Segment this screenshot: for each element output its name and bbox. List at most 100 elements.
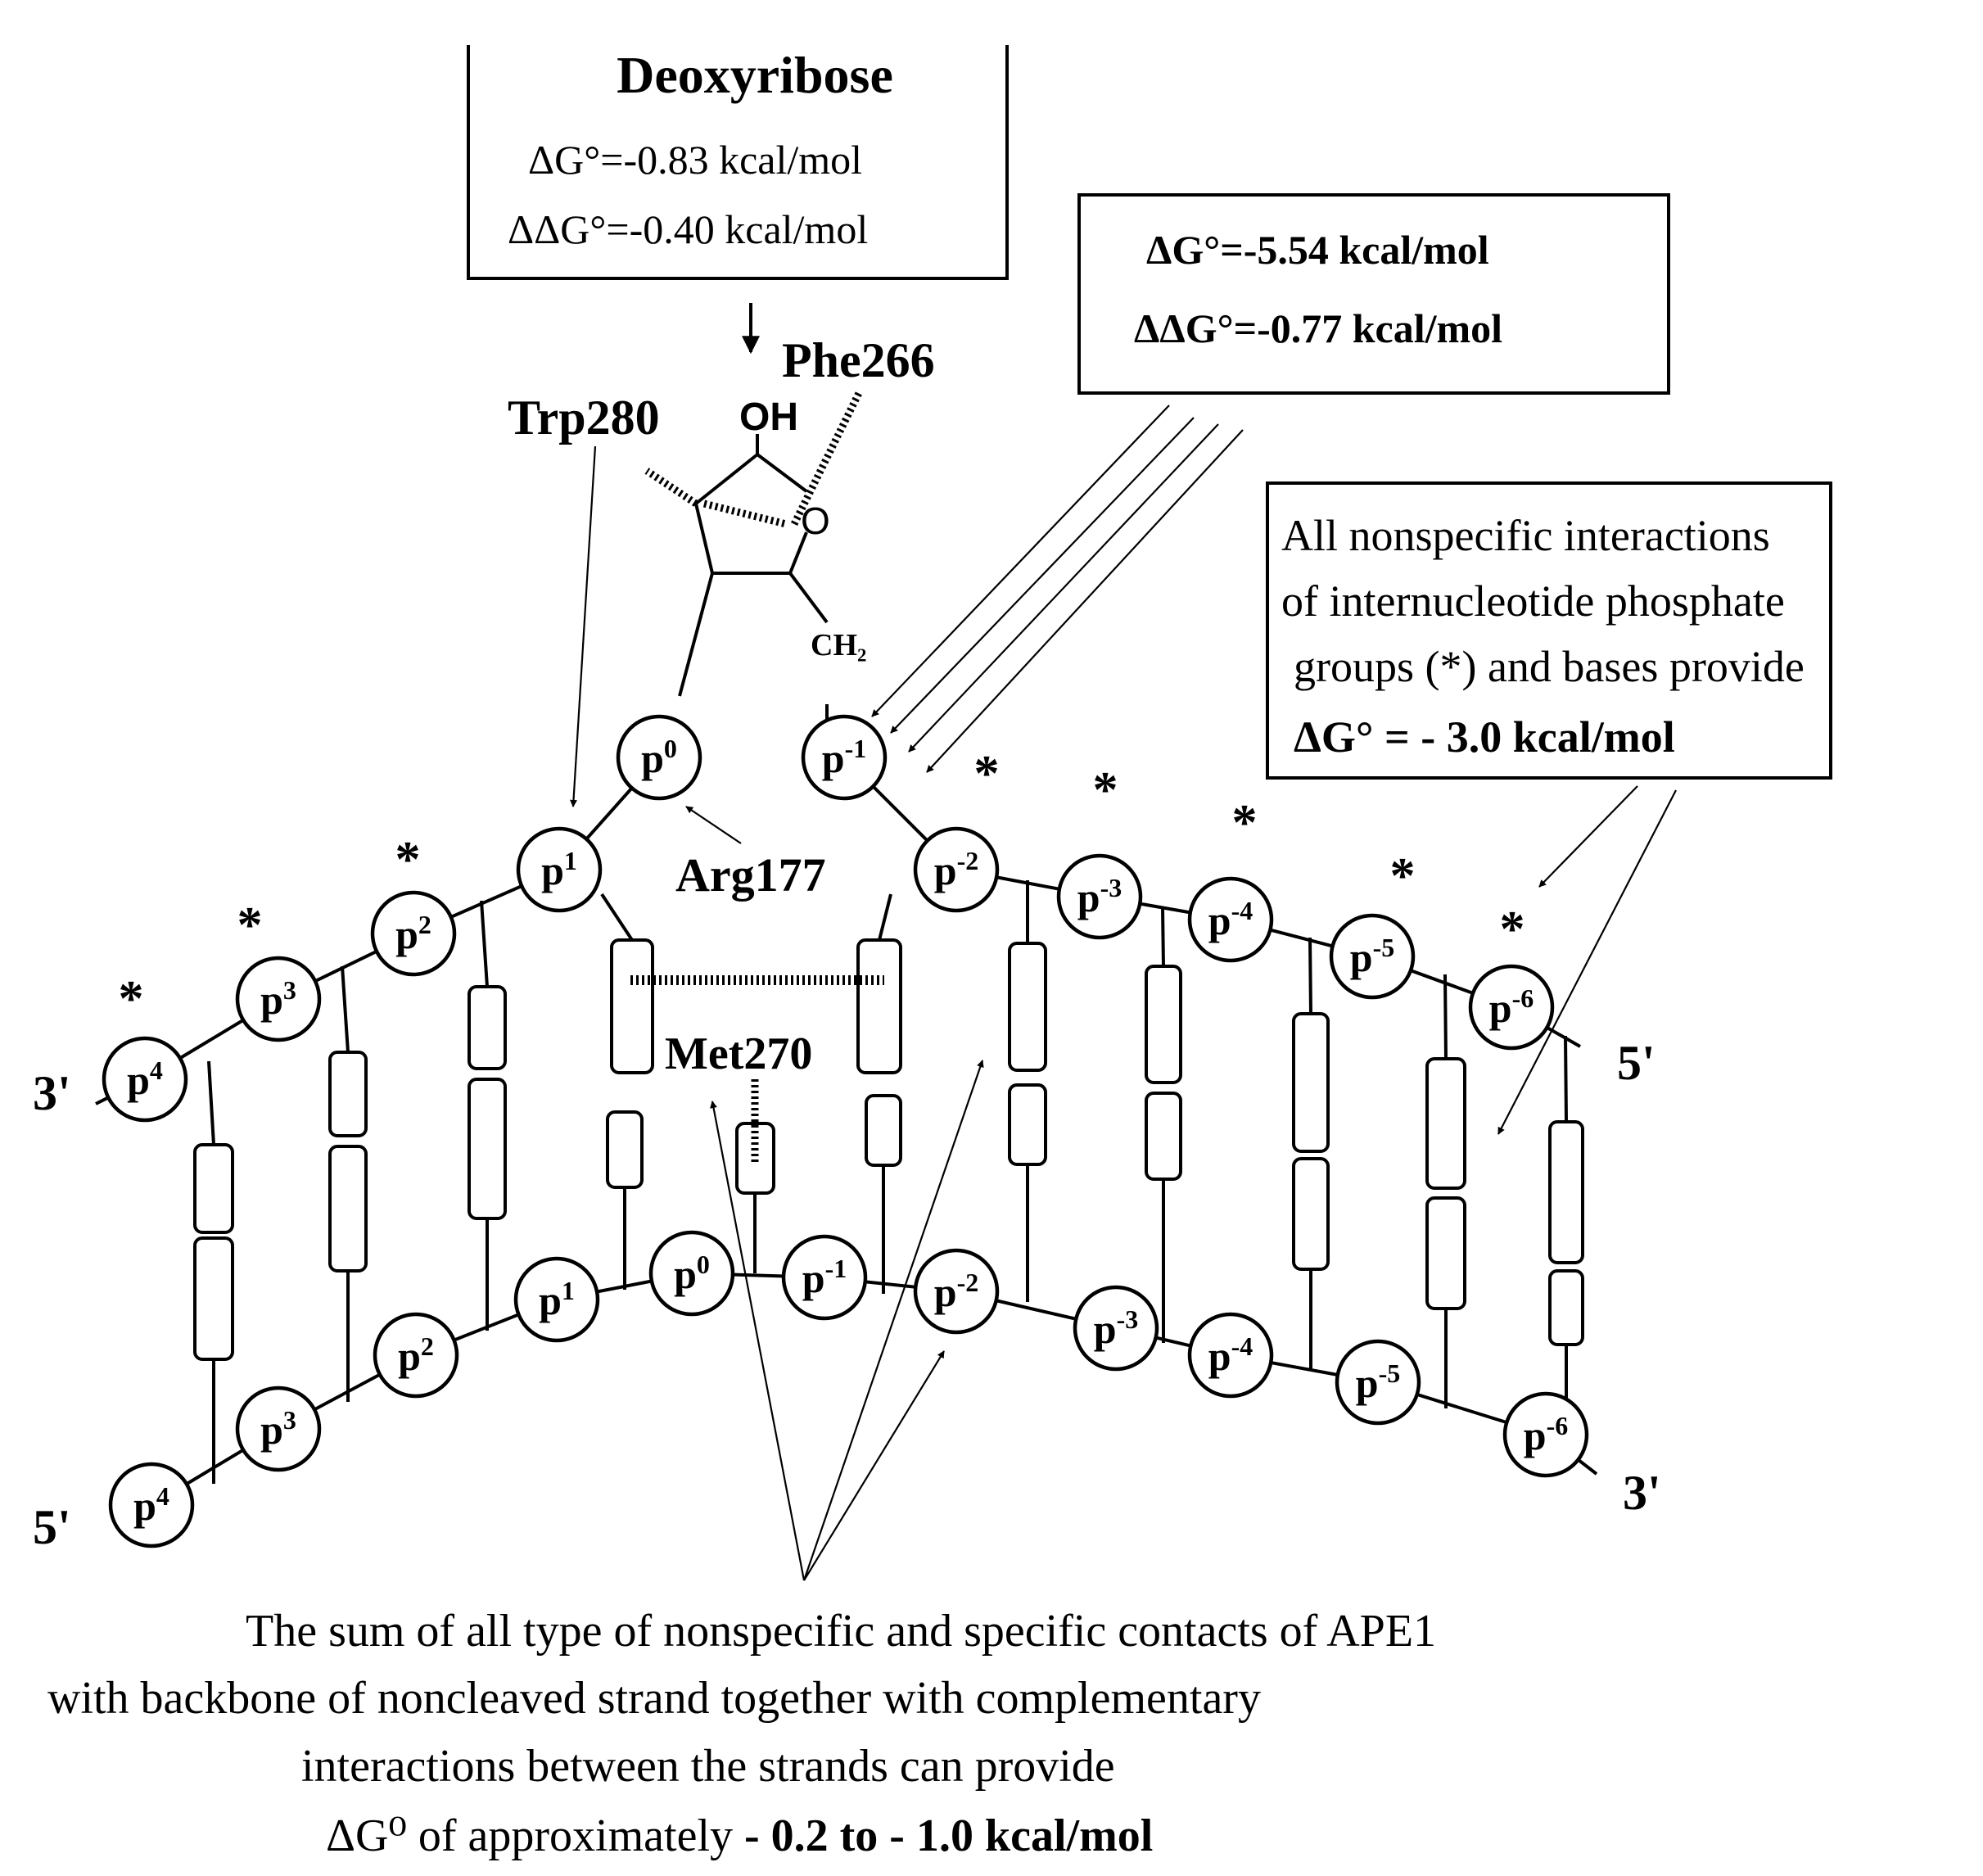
phosphate-node: p-5 — [1329, 913, 1416, 1000]
caption: The sum of all type of nonspecific and s… — [47, 1606, 1436, 1861]
phosphate-label: p3 — [260, 1405, 296, 1453]
deoxyribose-title: Deoxyribose — [617, 46, 893, 104]
phosphate-base: p — [674, 1251, 697, 1297]
phosphate-index: 2 — [418, 910, 431, 939]
phosphate-base: p — [260, 1407, 283, 1453]
phosphate-circle — [102, 1036, 188, 1123]
phosphate-label: p-5 — [1356, 1358, 1400, 1406]
phosphate-node: p-5 — [1335, 1339, 1421, 1426]
residue-phe266: Phe266 — [782, 333, 935, 387]
phosphate-circle — [648, 1230, 735, 1317]
caption-line-1: The sum of all type of nonspecific and s… — [246, 1606, 1436, 1657]
asterisk: * — [395, 832, 421, 888]
sugar-ch2: CH₂ — [811, 628, 866, 662]
nucleotide-base — [468, 985, 507, 1070]
phosphate-circle — [1468, 964, 1555, 1051]
interaction-arrows — [570, 405, 1677, 1581]
phosphate-base: p — [1356, 1360, 1379, 1406]
phosphate-node: p3 — [235, 956, 322, 1042]
phosphate-node: p4 — [108, 1462, 195, 1548]
nucleotide-base — [1008, 942, 1047, 1072]
phosphate-index: 3 — [283, 975, 296, 1005]
phosphate-node: p-1 — [781, 1234, 868, 1321]
phosphate-label: p4 — [127, 1056, 163, 1103]
phosphate-base: p — [133, 1483, 156, 1529]
base-stem — [480, 900, 489, 988]
base-stem — [1564, 1035, 1568, 1123]
nonspecific-asterisks: * * * * * * * * — [119, 746, 1525, 1027]
phosphate-node: p-6 — [1468, 964, 1555, 1051]
phosphate-circle — [1056, 853, 1143, 940]
nucleotide-base — [193, 1236, 234, 1361]
phosphate-label: p2 — [398, 1331, 434, 1379]
phosphate-index: -2 — [957, 1268, 979, 1297]
nonspecific-interactions-box: All nonspecific interactions of internuc… — [1266, 481, 1832, 780]
phosphate-index: -4 — [1231, 896, 1253, 925]
phosphate-base: p — [260, 977, 283, 1023]
asterisk: * — [237, 897, 263, 953]
nucleotide-base — [606, 1110, 644, 1189]
phosphate-node: p2 — [373, 1312, 459, 1399]
asterisk: * — [1232, 795, 1258, 851]
nucleotide-base — [1145, 1092, 1182, 1181]
nucleotide-base — [1292, 1157, 1330, 1271]
phosphate-base: p — [395, 911, 418, 957]
nucleotide-base — [468, 1078, 507, 1220]
phosphate-base: p — [127, 1057, 150, 1103]
phosphate-label: p-1 — [802, 1254, 847, 1301]
caption-line-4: ΔG⁰ of approximately - 0.2 to - 1.0 kcal… — [326, 1810, 1153, 1861]
phosphate-circle — [913, 826, 1000, 913]
nucleotide-base — [1145, 965, 1182, 1084]
phosphate-label: p2 — [395, 910, 431, 957]
phosphate-circle — [513, 1256, 600, 1343]
base-stem — [341, 965, 350, 1053]
phosphate-index: -3 — [1100, 873, 1122, 902]
phosphate-label: p-5 — [1350, 933, 1394, 980]
nucleotide-base — [328, 1145, 368, 1273]
phosphate-circle — [801, 714, 888, 801]
phosphate-circle — [1502, 1391, 1589, 1478]
phosphate-label: p1 — [541, 846, 577, 893]
phosphate-circle — [781, 1234, 868, 1321]
phosphate-label: p-3 — [1094, 1304, 1138, 1352]
residue-arg177: Arg177 — [675, 848, 826, 902]
phosphate-label: p-2 — [934, 846, 978, 893]
nucleotide-base — [328, 1051, 368, 1137]
phosphate-node: p-3 — [1073, 1285, 1159, 1372]
phosphate-circle — [913, 1248, 1000, 1335]
caption-line-2: with backbone of noncleaved strand toget… — [47, 1673, 1261, 1724]
phosphate-label: p-6 — [1489, 983, 1534, 1031]
deoxyribose-dg: ΔG°=-0.83 kcal/mol — [528, 137, 862, 183]
phosphate-node: p2 — [370, 890, 457, 977]
dna-bases — [193, 880, 1584, 1484]
phosphate-index: -2 — [957, 846, 979, 875]
phosphate-node: p-4 — [1187, 876, 1274, 963]
nonspecific-line-1: All nonspecific interactions — [1281, 511, 1770, 560]
phosphate-base: p — [822, 735, 845, 781]
caption-line-4-value: - 0.2 to - 1.0 kcal/mol — [744, 1810, 1153, 1861]
phosphate-index: -4 — [1231, 1331, 1253, 1361]
phosphate-circle — [1329, 913, 1416, 1000]
phosphate-circle — [108, 1462, 195, 1548]
phosphate-index: -5 — [1373, 933, 1395, 962]
phosphate-base: p — [1350, 934, 1373, 980]
nucleotide-base — [1292, 1012, 1330, 1153]
phosphate-label: p-4 — [1208, 896, 1253, 943]
phosphate-label: p-1 — [822, 734, 866, 781]
asterisk: * — [1093, 762, 1118, 818]
end-top-left: 3' — [33, 1066, 71, 1120]
phosphate-label: p-6 — [1524, 1411, 1568, 1458]
phosphate-base: p — [934, 848, 957, 893]
nucleotide-base — [1548, 1269, 1584, 1346]
end-bottom-left: 5' — [33, 1500, 71, 1554]
asterisk: * — [1390, 848, 1416, 904]
phosphate-index: 1 — [564, 846, 577, 875]
p-minus-1-ddg: ΔΔG°=-0.77 kcal/mol — [1134, 305, 1502, 351]
phosphate-index: -3 — [1117, 1304, 1139, 1334]
phosphate-index: 0 — [664, 734, 677, 763]
phosphate-label: p0 — [674, 1250, 710, 1297]
base-stem — [878, 893, 892, 941]
nucleotide-base — [193, 1143, 234, 1234]
phosphate-circle — [1073, 1285, 1159, 1372]
